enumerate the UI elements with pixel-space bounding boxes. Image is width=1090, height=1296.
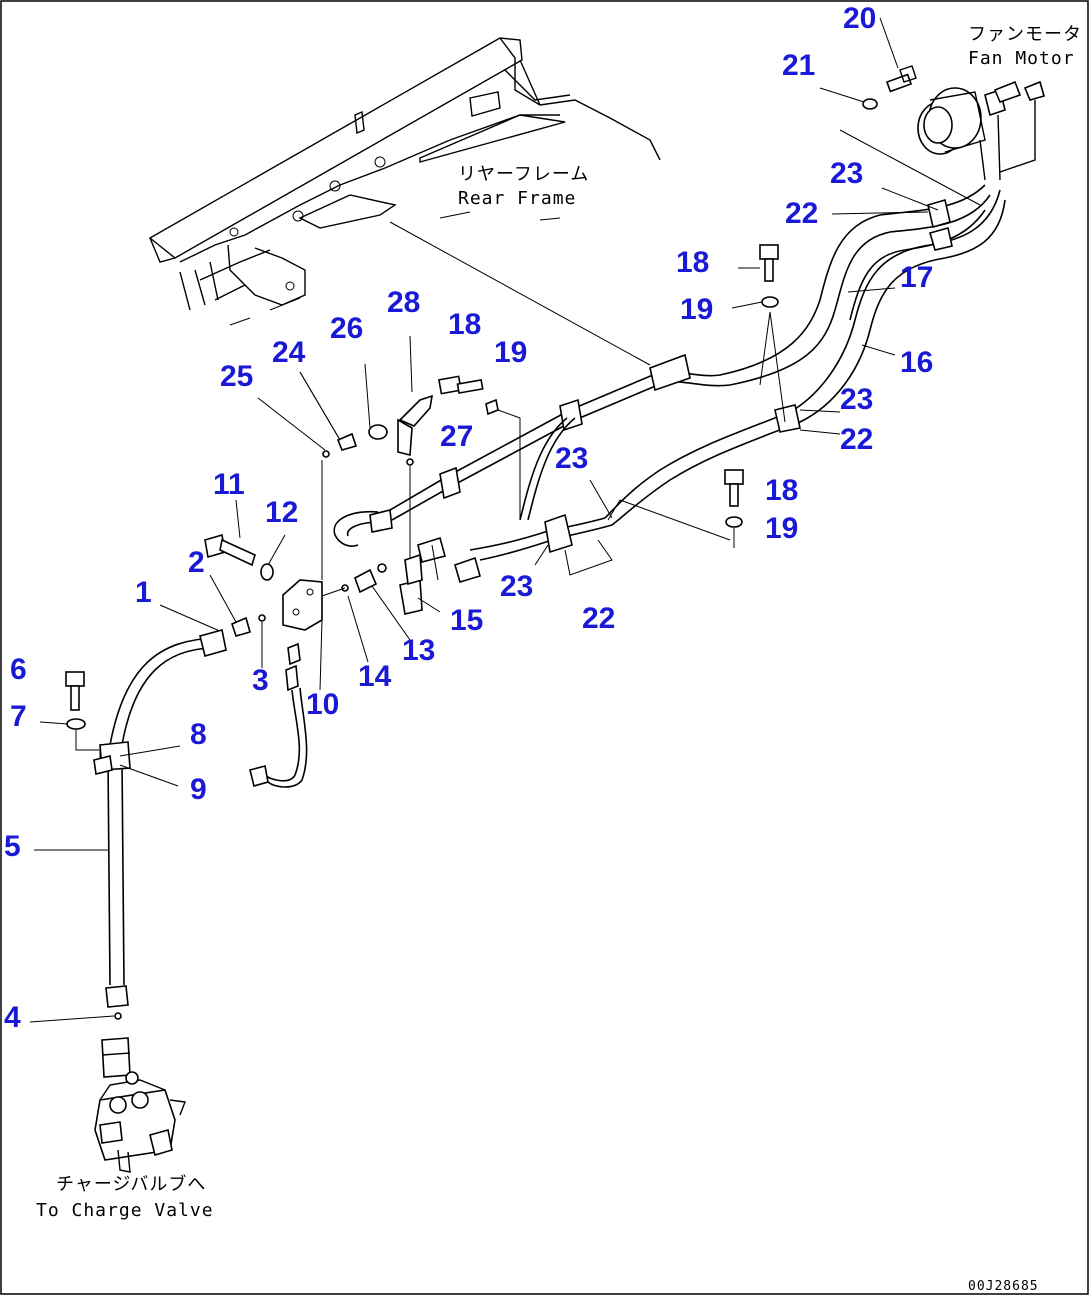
callout-11: 11 (213, 468, 245, 501)
callout-19: 19 (765, 512, 798, 545)
callout-28: 28 (387, 286, 420, 319)
callout-10: 10 (306, 688, 339, 721)
callout-19: 19 (680, 293, 713, 326)
callout-22: 22 (785, 197, 818, 230)
bolt-18-middle (438, 375, 484, 395)
callout-20: 20 (843, 2, 876, 35)
callout-19: 19 (494, 336, 527, 369)
fan-motor-jp-label: ファンモータ (968, 24, 1082, 45)
callout-12: 12 (265, 496, 298, 529)
fitting-26 (368, 424, 388, 440)
bolt-20 (885, 65, 917, 93)
hose-1 (109, 629, 227, 746)
rear-frame (148, 37, 661, 326)
washer-7 (66, 718, 86, 730)
callout-18: 18 (448, 308, 481, 341)
block-10 (282, 579, 323, 631)
callout-27: 27 (440, 420, 473, 453)
callout-18: 18 (765, 474, 798, 507)
washer-21 (862, 98, 878, 110)
rear-frame-jp-label: リヤーフレーム (458, 164, 589, 185)
callout-16: 16 (900, 346, 933, 379)
bolt-11 (204, 533, 256, 567)
callout-13: 13 (402, 634, 435, 667)
oring-3 (258, 614, 266, 622)
bolt-6 (65, 671, 85, 711)
bolt-18-upper (759, 244, 779, 282)
washer-19-upper (761, 296, 779, 308)
callout-2: 2 (188, 546, 205, 579)
washer-12 (260, 563, 274, 581)
callout-18: 18 (676, 246, 709, 279)
callout-6: 6 (10, 653, 27, 686)
elbow-28 (397, 394, 434, 457)
bolt-18-lower (724, 469, 744, 507)
pipe-main (333, 353, 691, 547)
callout-22: 22 (582, 602, 615, 635)
callout-7: 7 (10, 700, 27, 733)
callout-14: 14 (358, 660, 392, 693)
tee-15 (399, 553, 423, 615)
fan-motor-en-label: Fan Motor (968, 48, 1075, 69)
pipe-lower (417, 404, 801, 583)
fitting-13 (354, 568, 378, 594)
callout-23: 23 (500, 570, 533, 603)
washer-19-middle (485, 398, 499, 416)
callout-23: 23 (555, 442, 588, 475)
clamp-23-22-top (927, 198, 953, 251)
callout-26: 26 (330, 312, 363, 345)
pipe-5 (99, 741, 131, 1008)
oring-27 (406, 458, 414, 466)
charge-valve-en-label: To Charge Valve (36, 1200, 214, 1221)
callout-23: 23 (830, 157, 863, 190)
drawing-code: 00J28685 (968, 1279, 1039, 1294)
callout-17: 17 (900, 261, 933, 294)
callout-9: 9 (190, 773, 207, 806)
frame-pipe-leader (389, 221, 651, 366)
hose-block-10 (249, 642, 308, 788)
charge-valve-jp-label: チャージバルブへ (56, 1173, 206, 1195)
callout-15: 15 (450, 604, 483, 637)
callout-25: 25 (220, 360, 253, 393)
callout-4: 4 (4, 1001, 21, 1034)
fitting-24 (336, 432, 358, 451)
callout-23: 23 (840, 383, 873, 416)
callout-22: 22 (840, 423, 873, 456)
washer-19-lower (725, 516, 743, 528)
charge-valve (94, 1037, 186, 1173)
oring-25 (322, 450, 330, 458)
callout-5: 5 (4, 830, 21, 863)
callout-3: 3 (252, 664, 269, 697)
callout-8: 8 (190, 718, 207, 751)
rear-frame-en-label: Rear Frame (458, 188, 576, 209)
callout-21: 21 (782, 49, 815, 82)
callout-24: 24 (272, 336, 306, 369)
callout-1: 1 (135, 576, 152, 609)
fan-motor (917, 80, 1045, 181)
fitting-2 (231, 616, 251, 637)
